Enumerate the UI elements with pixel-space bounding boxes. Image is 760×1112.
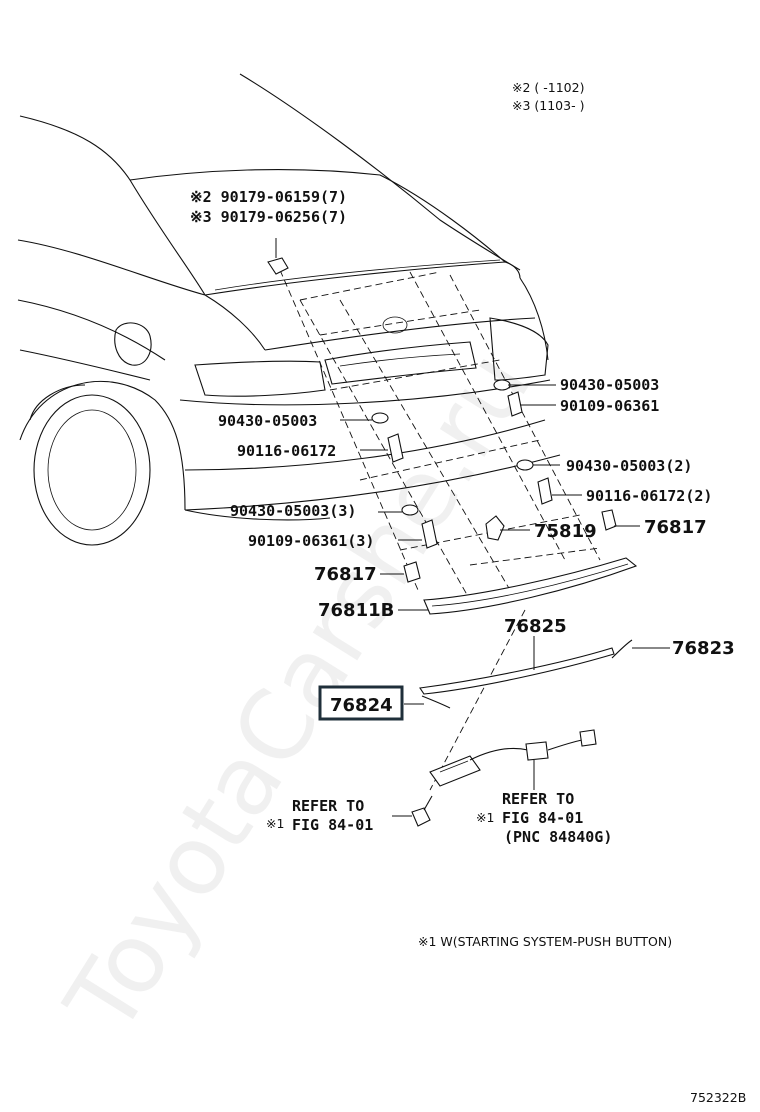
footer-note: ※1 W(STARTING SYSTEM-PUSH BUTTON) <box>418 934 672 949</box>
refer-to-right-line3: (PNC 84840G) <box>504 828 612 846</box>
license-garnish-outline <box>324 341 477 385</box>
callout-90109-06361-r: 90109-06361 <box>560 397 659 415</box>
fasteners <box>267 257 617 583</box>
callout-76824-box <box>318 685 404 721</box>
moldings <box>419 639 633 709</box>
callout-90179-06159: ※2 90179-06159(7) <box>190 188 347 206</box>
callout-76817-r: 76817 <box>644 517 707 538</box>
refer-to-right-line2: FIG 84-01 <box>502 809 583 827</box>
callout-90179-06256: ※3 90179-06256(7) <box>190 208 347 226</box>
callout-75819: 75819 <box>534 521 597 542</box>
car-body-outline <box>17 73 561 546</box>
callout-76824: 76824 <box>330 695 393 716</box>
refer-to-right-prefix: ※1 <box>476 810 494 825</box>
refer-to-right-line1: REFER TO <box>502 790 574 808</box>
callout-76825: 76825 <box>504 616 567 637</box>
refer-to-left-line1: REFER TO <box>292 797 364 815</box>
callout-76823: 76823 <box>672 638 735 659</box>
callout-76817-l: 76817 <box>314 564 377 585</box>
callout-90430-05003-l1: 90430-05003 <box>218 412 317 430</box>
callout-90116-06172-r: 90116-06172(2) <box>586 487 712 505</box>
refer-to-left-prefix: ※1 <box>266 816 284 831</box>
callout-90430-05003-r2: 90430-05003(2) <box>566 457 692 475</box>
handle-switch-assembly <box>411 729 597 827</box>
callout-90430-05003-l3: 90430-05003(3) <box>230 502 356 520</box>
callout-90430-05003-r1: 90430-05003 <box>560 376 659 394</box>
callout-76811b: 76811B <box>318 600 394 621</box>
projection-lines <box>279 269 601 791</box>
figure-code: 752322B <box>690 1090 746 1105</box>
leader-lines <box>275 238 670 817</box>
refer-to-left-line2: FIG 84-01 <box>292 816 373 834</box>
callout-90116-06172-l: 90116-06172 <box>237 442 336 460</box>
note-range-2: ※2 ( -1102) <box>512 80 584 95</box>
garnish-76811b <box>423 557 638 615</box>
callout-90109-06361-l: 90109-06361(3) <box>248 532 374 550</box>
note-range-3: ※3 (1103- ) <box>512 98 584 113</box>
